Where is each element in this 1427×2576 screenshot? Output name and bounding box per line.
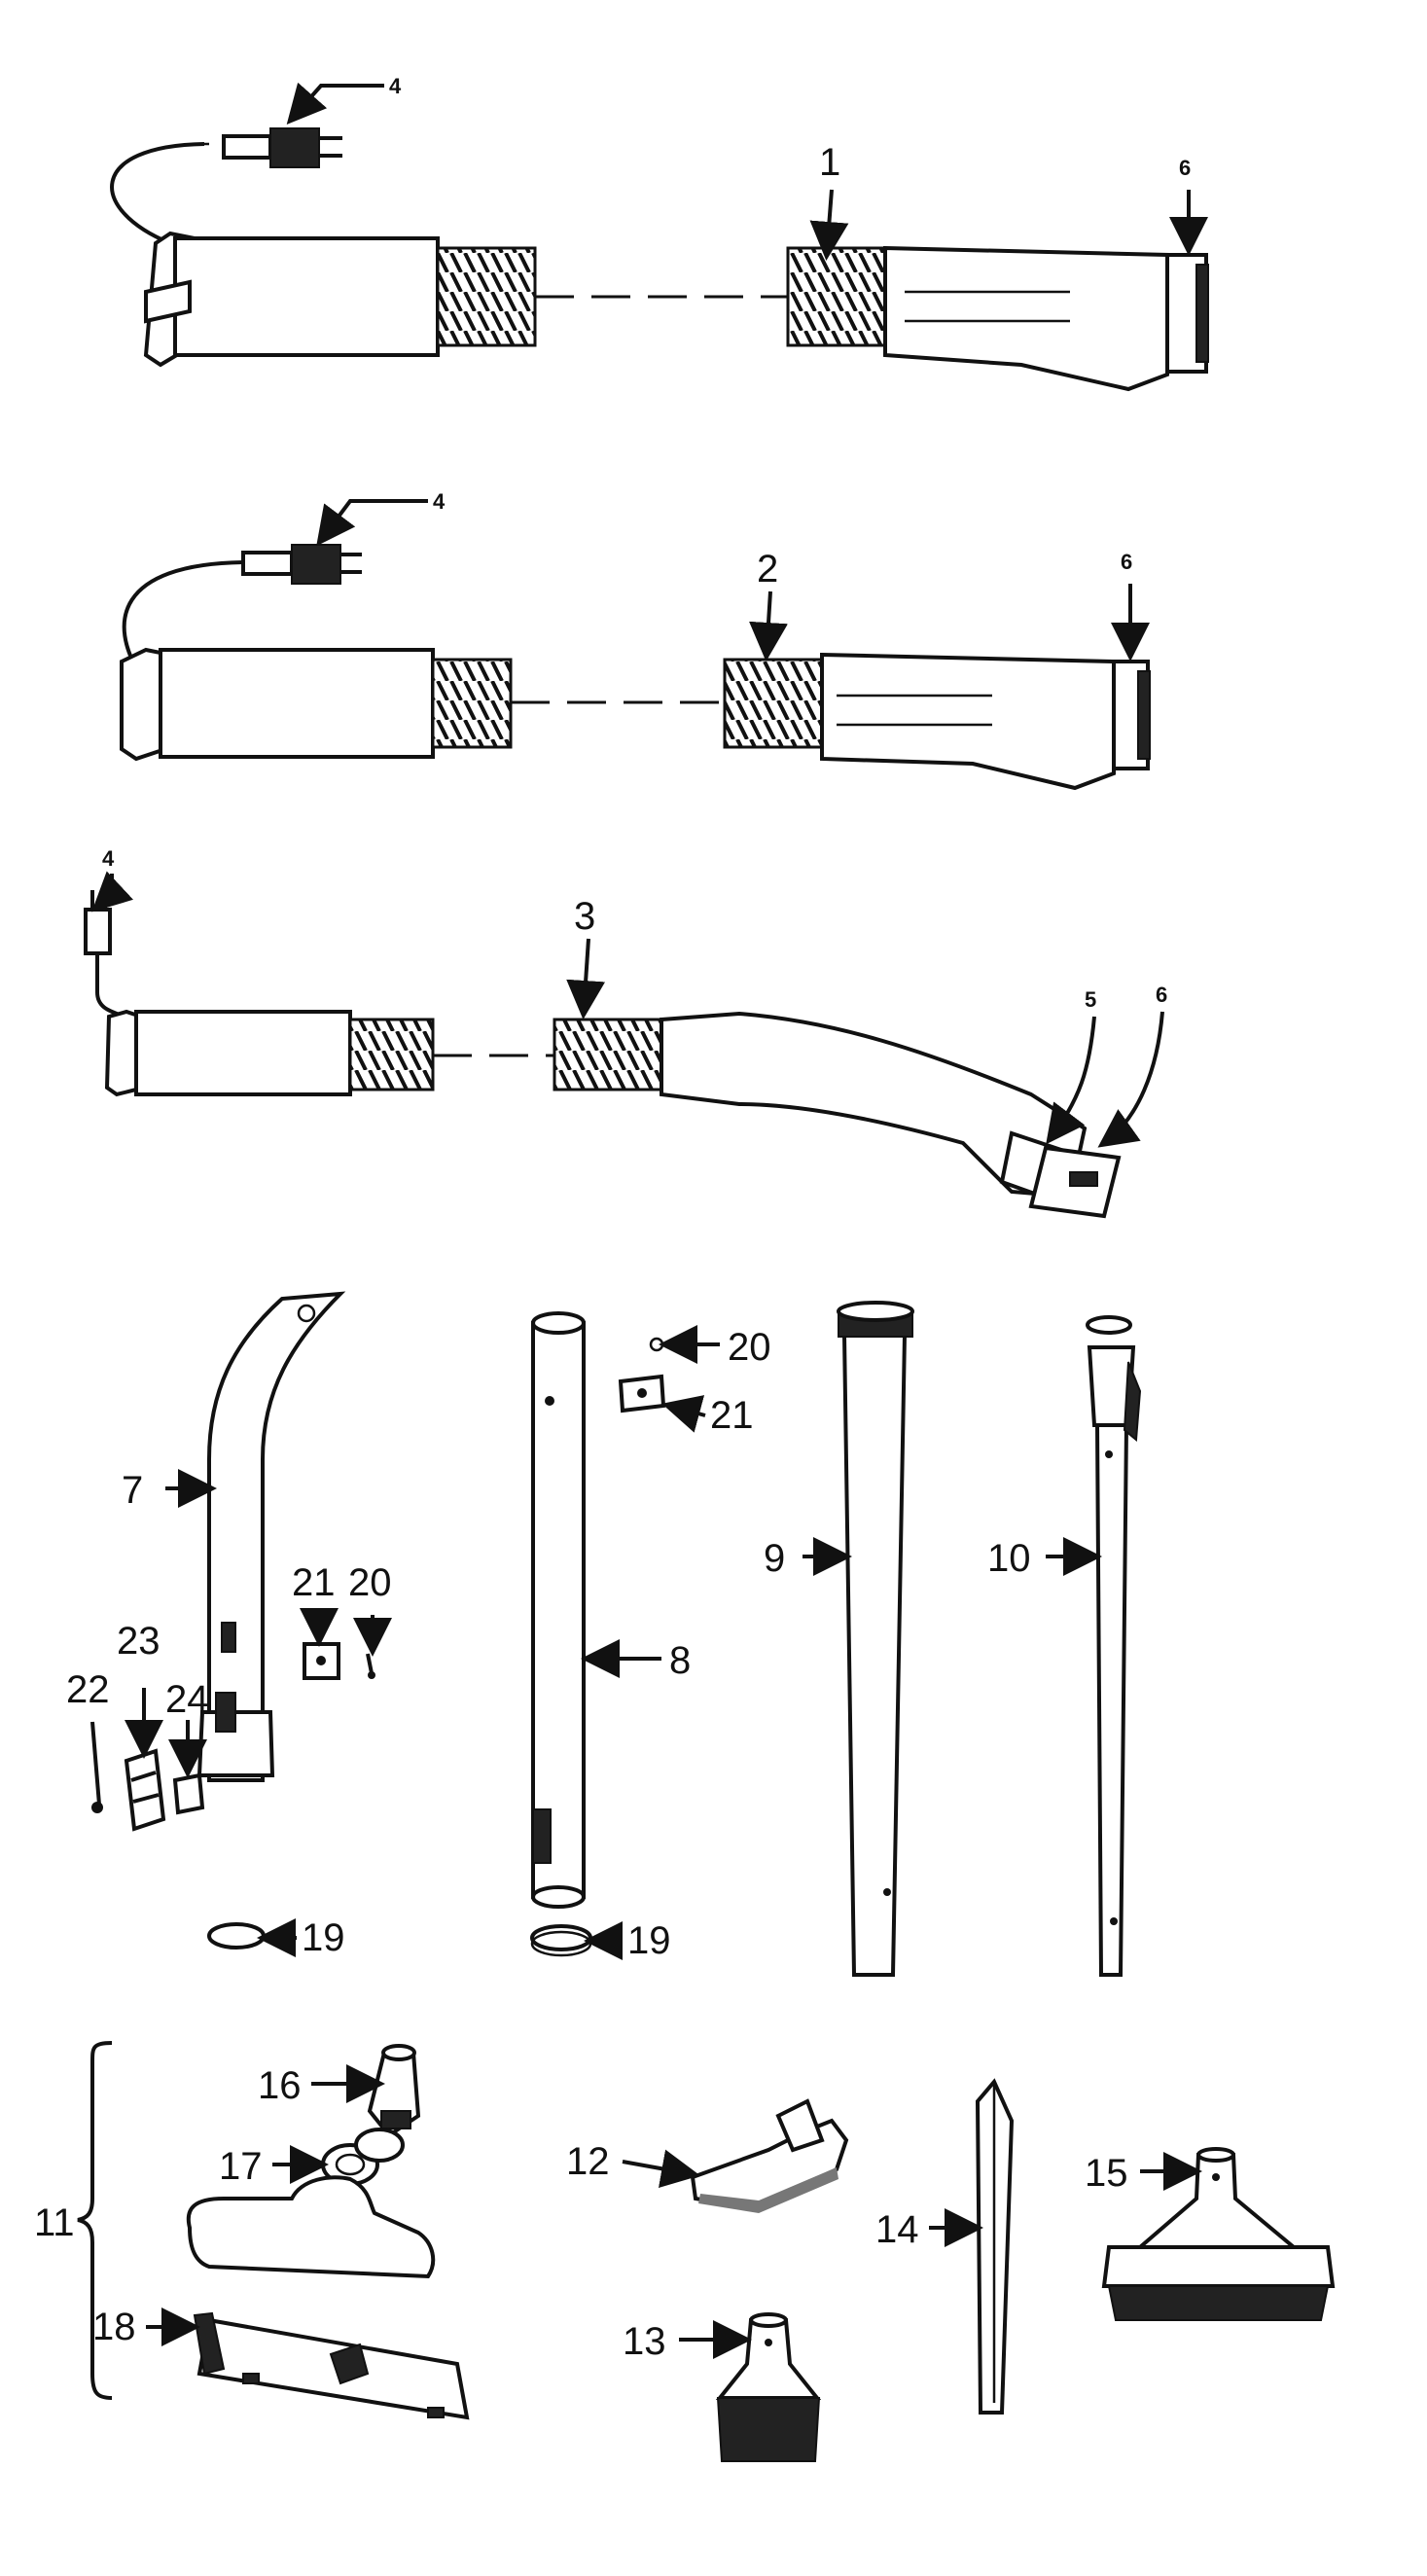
callout-20-wand8: 20 <box>659 1325 771 1369</box>
callout-20-wand7: 20 <box>348 1561 392 1657</box>
hose-assembly-2 <box>120 544 1151 791</box>
bracket-11 <box>77 2041 113 2400</box>
callout-21-wand8: 21 <box>661 1394 754 1437</box>
dusting-brush-13 <box>715 2312 822 2462</box>
callout-15: 15 <box>1085 2152 1202 2195</box>
part-23-latch <box>124 1748 166 1832</box>
svg-text:22: 22 <box>66 1668 110 1711</box>
callout-18: 18 <box>92 2306 200 2348</box>
callout-23: 23 <box>117 1620 163 1759</box>
tapered-wand-9 <box>837 1301 914 1977</box>
callout-19-wand8: 19 <box>584 1919 671 1962</box>
svg-text:20: 20 <box>348 1561 392 1604</box>
svg-text:14: 14 <box>875 2208 919 2251</box>
svg-text:4: 4 <box>433 489 446 514</box>
svg-text:21: 21 <box>710 1394 754 1437</box>
callout-13: 13 <box>623 2320 752 2363</box>
svg-text:9: 9 <box>764 1537 785 1580</box>
svg-text:4: 4 <box>389 74 402 98</box>
ring-19-wand8 <box>530 1924 592 1957</box>
clip-21-wand8 <box>618 1374 666 1413</box>
crevice-tool-14 <box>975 2078 1015 2415</box>
wand-10-with-latch <box>1086 1315 1142 1977</box>
svg-text:18: 18 <box>92 2306 136 2348</box>
svg-text:19: 19 <box>302 1916 345 1959</box>
callout-24: 24 <box>165 1678 209 1778</box>
svg-text:2: 2 <box>757 548 778 590</box>
callout-14: 14 <box>875 2208 983 2251</box>
screw-20-loose <box>366 1653 375 1679</box>
curved-wand-7 <box>196 1291 346 1782</box>
svg-text:1: 1 <box>819 141 840 184</box>
wall-brush-15 <box>1101 2147 1336 2321</box>
floor-nozzle-body <box>186 2175 436 2279</box>
callout-5: 5 <box>1046 987 1096 1145</box>
svg-text:12: 12 <box>566 2140 610 2183</box>
clip-21-loose <box>303 1642 340 1680</box>
svg-text:15: 15 <box>1085 2152 1128 2195</box>
swivel-joint-17 <box>321 2128 405 2186</box>
svg-text:8: 8 <box>669 1639 691 1682</box>
callout-17: 17 <box>219 2145 329 2188</box>
svg-text:13: 13 <box>623 2320 666 2363</box>
callout-8: 8 <box>581 1639 691 1682</box>
svg-text:3: 3 <box>574 895 595 938</box>
callout-4-hose3: 4 <box>91 846 134 912</box>
callout-6-hose3: 6 <box>1097 983 1167 1148</box>
hose-assembly-3 <box>84 890 1122 1219</box>
callout-19-wand7: 19 <box>257 1916 345 1959</box>
callout-11: 11 <box>34 2201 75 2244</box>
svg-text:6: 6 <box>1156 983 1167 1007</box>
callout-2: 2 <box>749 548 788 662</box>
hose-assembly-1 <box>110 127 1209 392</box>
part-24-spring <box>172 1772 205 1815</box>
svg-text:7: 7 <box>122 1469 143 1512</box>
callout-10: 10 <box>987 1537 1102 1580</box>
svg-text:20: 20 <box>728 1326 771 1369</box>
straight-wand-8 <box>531 1311 586 1909</box>
svg-text:19: 19 <box>627 1919 671 1962</box>
svg-text:17: 17 <box>219 2145 263 2188</box>
upholstery-tool-12 <box>690 2098 849 2213</box>
callout-21-wand7: 21 <box>292 1561 339 1647</box>
svg-text:4: 4 <box>102 846 115 871</box>
callout-9: 9 <box>764 1537 852 1580</box>
part-22-screw <box>90 1721 103 1813</box>
svg-text:5: 5 <box>1085 987 1096 1012</box>
svg-text:21: 21 <box>292 1561 336 1604</box>
ring-19-wand7 <box>207 1922 266 1950</box>
svg-text:23: 23 <box>117 1620 161 1663</box>
svg-text:16: 16 <box>258 2064 302 2107</box>
callout-4-hose2: 4 <box>316 489 446 547</box>
screw-20-wand8 <box>649 1337 664 1352</box>
callout-22: 22 <box>66 1668 110 1711</box>
swivel-elbow-16 <box>367 2044 421 2138</box>
callout-6-hose2: 6 <box>1111 550 1150 662</box>
callout-7: 7 <box>122 1469 217 1512</box>
callout-4-hose1: 4 <box>286 74 402 125</box>
callout-16: 16 <box>258 2064 385 2107</box>
svg-text:10: 10 <box>987 1537 1031 1580</box>
brush-plate-18 <box>193 2311 470 2420</box>
callout-1: 1 <box>809 141 849 261</box>
callout-6-hose1: 6 <box>1169 156 1208 256</box>
svg-text:11: 11 <box>34 2201 75 2244</box>
callout-12: 12 <box>566 2140 700 2188</box>
callout-3: 3 <box>566 895 606 1020</box>
svg-text:6: 6 <box>1179 156 1191 180</box>
svg-text:24: 24 <box>165 1678 209 1721</box>
svg-text:6: 6 <box>1121 550 1132 574</box>
